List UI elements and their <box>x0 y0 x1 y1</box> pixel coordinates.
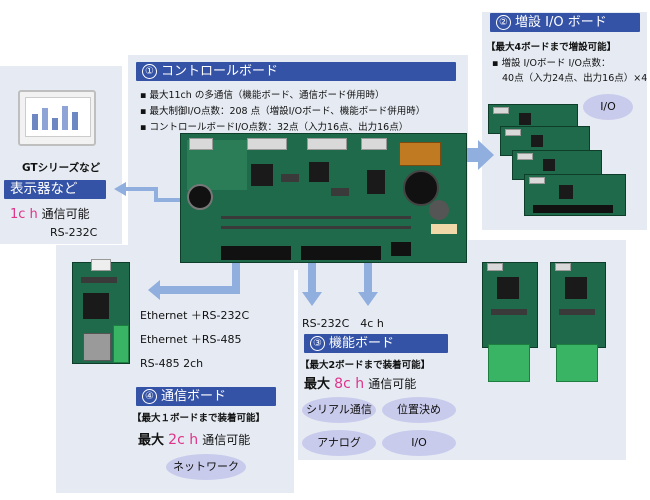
comm-board-image <box>72 259 130 364</box>
comm-board-prefix: 最大 <box>138 433 165 448</box>
comm-board-channels-num: 2c h <box>168 432 199 448</box>
network-pill: ネットワーク <box>166 454 246 480</box>
io-pill: I/O <box>583 94 633 120</box>
function-board-number: ③ <box>310 336 325 351</box>
display-device-image <box>18 90 96 146</box>
function-board-suffix: 通信可能 <box>368 377 417 391</box>
io-board-title: 増設 I/O ボード <box>515 15 607 30</box>
positioning-pill: 位置決め <box>382 397 456 423</box>
io-board-4 <box>524 174 626 216</box>
function-board-title: 機能ボード <box>329 336 395 351</box>
function-board-channels: 最大 8c h 通信可能 <box>304 373 416 392</box>
display-channels-suffix: 通信可能 <box>41 207 90 221</box>
comm-board-title: 通信ボード <box>161 389 227 404</box>
control-feature-2-text: 最大制御I/O点数：208 点（増設I/Oボード、機能ボード併用時） <box>149 106 426 117</box>
control-board-number: ① <box>142 64 157 79</box>
function-board-channels-num: 8c h <box>334 376 365 392</box>
io-board-max: 【最大4ボードまで増設可能】 <box>486 42 617 53</box>
comm-board-number: ④ <box>142 389 157 404</box>
control-feature-3: ▪ コントロールボードI/O点数：32点（入力16点、出力16点） <box>140 122 409 133</box>
comm-board-channels: 最大 2c h 通信可能 <box>138 429 250 448</box>
analog-pill: アナログ <box>302 430 376 456</box>
arrow-to-display <box>114 182 188 202</box>
function-board-title-bar: ③ 機能ボード <box>304 334 448 353</box>
arrow-down-1 <box>302 220 322 306</box>
control-feature-1: ▪ 最大11ch の多通信（機能ボード、通信ボード併用時） <box>140 90 385 101</box>
io-board-spec-2: 40点（入力24点、出力16点）×4 <box>502 73 648 84</box>
control-board-title: コントロールボード <box>161 64 279 79</box>
io-board-title-bar: ② 増設 I/O ボード <box>490 13 640 32</box>
comm-board-max: 【最大１ボードまで装着可能】 <box>132 413 266 424</box>
comm-interface-2: Ethernet ＋RS-485 <box>140 333 242 346</box>
function-board-image-2 <box>550 262 606 348</box>
function-board-prefix: 最大 <box>304 377 331 392</box>
control-feature-2: ▪ 最大制御I/O点数：208 点（増設I/Oボード、機能ボード併用時） <box>140 106 426 117</box>
display-title: 表示器など <box>10 181 78 197</box>
arrow-down-2 <box>358 220 378 306</box>
control-feature-1-text: 最大11ch の多通信（機能ボード、通信ボード併用時） <box>149 90 385 101</box>
arrow-to-comm-board <box>148 220 240 300</box>
comm-board-title-bar: ④ 通信ボード <box>136 387 276 406</box>
io-board-spec-1-text: 増設 I/Oボード I/O点数： <box>501 58 611 69</box>
io-board-spec-1: ▪ 増設 I/Oボード I/O点数： <box>492 58 611 69</box>
display-channels-num: 1c h <box>10 207 38 222</box>
function-board-1-terminal <box>488 344 530 382</box>
function-board-2-terminal <box>556 344 598 382</box>
function-board-image-1 <box>482 262 538 348</box>
function-board-max: 【最大2ボードまで装着可能】 <box>300 360 431 371</box>
comm-board-suffix: 通信可能 <box>202 433 251 447</box>
comm-interface-3: RS-485 2ch <box>140 357 204 370</box>
io-board-number: ② <box>496 15 511 30</box>
control-board-image <box>180 133 467 263</box>
display-device-label: GTシリーズなど <box>22 162 101 174</box>
display-channels: 1c h 通信可能 <box>10 205 90 222</box>
control-board-title-bar: ① コントロールボード <box>136 62 456 81</box>
control-feature-3-text: コントロールボードI/O点数：32点（入力16点、出力16点） <box>149 122 409 133</box>
display-interface: RS-232C <box>50 226 98 239</box>
comm-interface-1: Ethernet ＋RS-232C <box>140 309 250 322</box>
display-title-bar: 表示器など <box>4 180 106 199</box>
serial-comm-pill: シリアル通信 <box>302 397 376 423</box>
rs232c-4ch-label: RS-232C 4c h <box>302 317 384 330</box>
io-function-pill: I/O <box>382 430 456 456</box>
